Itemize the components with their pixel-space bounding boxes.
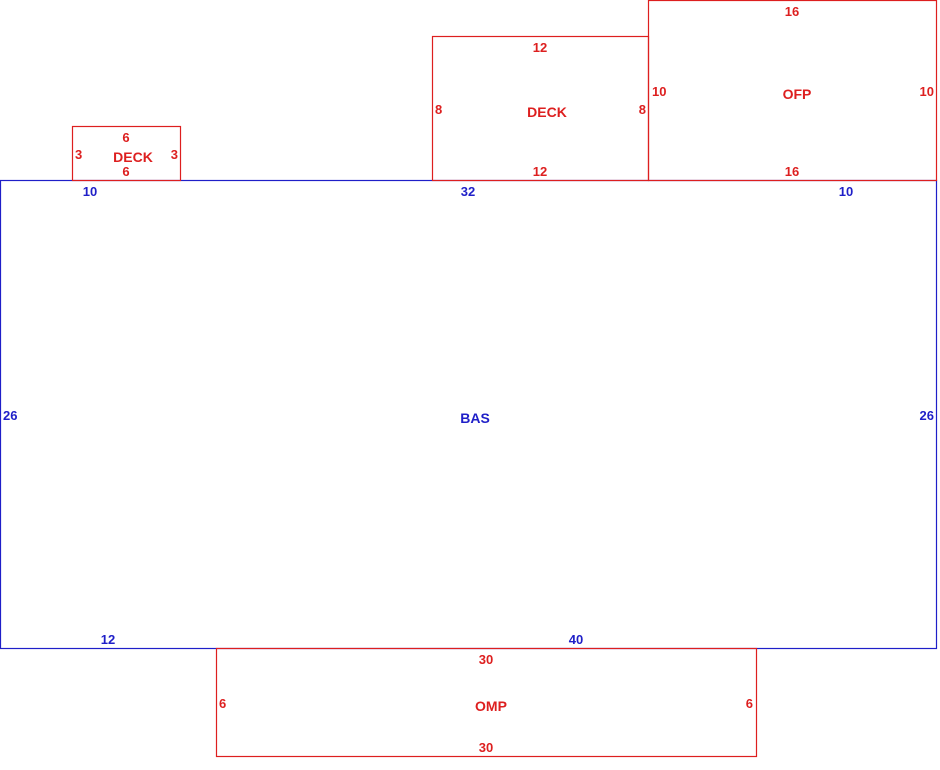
- deck-small-dim-left: 3: [75, 147, 82, 162]
- bas-area[interactable]: BAS 10 32 10 26 26 12 40: [0, 179, 938, 650]
- bas-dim-bottom-right: 40: [569, 632, 583, 647]
- bas-dim-top-mid: 32: [461, 184, 475, 199]
- bas-dim-top-right: 10: [839, 184, 853, 199]
- bas-dim-bottom-left: 12: [101, 632, 115, 647]
- ofp-dim-left: 10: [652, 84, 666, 99]
- ofp-area[interactable]: OFP 16 16 10 10: [647, 0, 938, 182]
- omp-dim-left: 6: [219, 696, 226, 711]
- bas-label: BAS: [460, 410, 490, 426]
- bas-dim-right: 26: [920, 408, 934, 423]
- bas-dim-top-left: 10: [83, 184, 97, 199]
- omp-dim-bottom: 30: [479, 740, 493, 755]
- omp-label: OMP: [475, 698, 507, 714]
- ofp-outline: [647, 0, 938, 182]
- deck-large-area[interactable]: DECK 12 12 8 8: [431, 35, 650, 182]
- ofp-dim-bottom: 16: [785, 164, 799, 179]
- deck-large-dim-right: 8: [639, 102, 646, 117]
- ofp-label: OFP: [783, 86, 812, 102]
- deck-large-dim-bottom: 12: [533, 164, 547, 179]
- omp-area[interactable]: OMP 30 30 6 6: [215, 647, 758, 758]
- omp-dim-right: 6: [746, 696, 753, 711]
- ofp-dim-top: 16: [785, 4, 799, 19]
- deck-small-area[interactable]: DECK 6 6 3 3: [71, 125, 182, 182]
- deck-small-dim-top: 6: [122, 130, 129, 145]
- omp-outline: [215, 647, 758, 758]
- omp-dim-top: 30: [479, 652, 493, 667]
- deck-small-label: DECK: [113, 149, 153, 165]
- deck-small-dim-bottom: 6: [122, 164, 129, 179]
- ofp-dim-right: 10: [920, 84, 934, 99]
- deck-large-dim-top: 12: [533, 40, 547, 55]
- deck-large-label: DECK: [527, 104, 567, 120]
- deck-large-dim-left: 8: [435, 102, 442, 117]
- deck-small-outline: [71, 125, 182, 182]
- deck-small-dim-right: 3: [171, 147, 178, 162]
- bas-dim-left: 26: [3, 408, 17, 423]
